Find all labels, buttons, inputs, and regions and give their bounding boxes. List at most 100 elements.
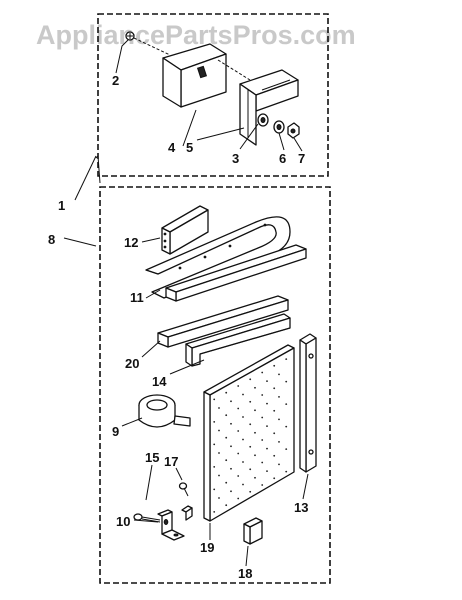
panel-hole bbox=[278, 418, 280, 421]
label-9: 9 bbox=[112, 424, 119, 439]
panel-hole bbox=[218, 474, 220, 477]
panel-hole bbox=[230, 422, 232, 425]
panel-hole bbox=[273, 409, 276, 412]
panel-hole bbox=[278, 396, 280, 398]
panel-hole bbox=[254, 386, 256, 389]
part-19-panel bbox=[203, 344, 295, 522]
label-5: 5 bbox=[186, 140, 193, 155]
part-17-screw bbox=[178, 482, 189, 497]
panel-hole bbox=[213, 421, 216, 423]
panel-hole bbox=[242, 416, 244, 418]
panel-hole bbox=[249, 468, 252, 471]
panel-hole bbox=[254, 476, 256, 479]
part-9-tape-roll bbox=[138, 394, 191, 428]
panel-hole bbox=[266, 425, 268, 427]
leader-lines bbox=[63, 39, 309, 567]
label-8: 8 bbox=[48, 232, 55, 247]
panel-hole bbox=[273, 477, 276, 480]
part-17-clip bbox=[181, 505, 193, 521]
panel-hole bbox=[237, 497, 240, 500]
panel-hole bbox=[285, 403, 288, 405]
panel-hole bbox=[237, 475, 240, 477]
panel-hole bbox=[213, 511, 216, 513]
part-2-screw bbox=[125, 31, 135, 41]
panel-hole bbox=[237, 385, 240, 387]
label-15: 15 bbox=[145, 450, 159, 465]
panel-hole bbox=[225, 459, 228, 462]
label-7: 7 bbox=[298, 151, 305, 166]
part-11-straight-seal bbox=[165, 244, 307, 302]
panel-hole bbox=[261, 439, 264, 441]
label-17: 17 bbox=[164, 454, 178, 469]
panel-hole bbox=[285, 358, 288, 360]
panel-hole bbox=[249, 490, 252, 493]
part-7-nut bbox=[287, 122, 300, 139]
panel-hole bbox=[266, 380, 268, 382]
panel-hole bbox=[230, 490, 232, 493]
lower-assembly-box bbox=[99, 186, 331, 584]
panel-hole bbox=[225, 391, 228, 394]
panel-hole bbox=[273, 432, 276, 435]
panel-hole bbox=[230, 400, 232, 403]
part-14-j-channel bbox=[185, 313, 291, 367]
panel-hole bbox=[242, 461, 244, 463]
panel-hole bbox=[278, 441, 280, 443]
panel-hole bbox=[213, 398, 216, 401]
panel-hole bbox=[278, 373, 280, 376]
panel-hole bbox=[273, 387, 276, 390]
panel-hole bbox=[237, 430, 240, 432]
panel-hole bbox=[285, 448, 288, 450]
label-1: 1 bbox=[58, 198, 65, 213]
panel-hole bbox=[249, 445, 252, 448]
part-4-bracket bbox=[162, 43, 227, 108]
panel-hole bbox=[266, 447, 268, 450]
panel-hole bbox=[225, 504, 228, 507]
label-13: 13 bbox=[294, 500, 308, 515]
panel-hole bbox=[225, 436, 228, 439]
label-10: 10 bbox=[116, 514, 130, 529]
part-3-washer bbox=[257, 113, 269, 127]
panel-hole bbox=[230, 467, 232, 470]
panel-hole bbox=[254, 409, 256, 412]
panel-hole bbox=[273, 454, 276, 457]
panel-hole bbox=[218, 429, 220, 432]
panel-hole bbox=[266, 470, 268, 472]
label-19: 19 bbox=[200, 540, 214, 555]
label-6: 6 bbox=[279, 151, 286, 166]
label-18: 18 bbox=[238, 566, 252, 581]
panel-hole bbox=[285, 380, 288, 383]
panel-hole bbox=[261, 394, 264, 396]
part-12-foam-block bbox=[161, 205, 209, 255]
panel-hole bbox=[254, 431, 256, 434]
part-18-block bbox=[243, 517, 263, 545]
label-20: 20 bbox=[125, 356, 139, 371]
label-12: 12 bbox=[124, 235, 138, 250]
panel-hole bbox=[249, 378, 252, 381]
panel-hole bbox=[285, 470, 288, 473]
panel-hole bbox=[213, 488, 216, 491]
panel-hole bbox=[261, 371, 264, 374]
panel-hole bbox=[242, 393, 244, 396]
label-14: 14 bbox=[152, 374, 167, 389]
panel-hole bbox=[249, 423, 252, 426]
label-3: 3 bbox=[232, 151, 239, 166]
panel-hole bbox=[242, 483, 244, 486]
panel-hole bbox=[285, 425, 288, 428]
label-4: 4 bbox=[168, 140, 176, 155]
label-2: 2 bbox=[112, 73, 119, 88]
label-11: 11 bbox=[130, 290, 144, 305]
panel-hole bbox=[237, 452, 240, 455]
panel-hole bbox=[261, 484, 264, 486]
panel-hole bbox=[218, 407, 220, 409]
upper-assembly-box bbox=[97, 13, 329, 177]
panel-hole bbox=[225, 481, 228, 484]
panel-hole bbox=[242, 438, 244, 441]
part-13-vertical-rail bbox=[299, 333, 317, 473]
panel-hole bbox=[261, 416, 264, 419]
panel-hole bbox=[254, 454, 256, 457]
panel-hole bbox=[225, 414, 228, 417]
panel-hole bbox=[237, 407, 240, 410]
panel-hole bbox=[266, 402, 268, 405]
panel-hole bbox=[218, 497, 220, 499]
